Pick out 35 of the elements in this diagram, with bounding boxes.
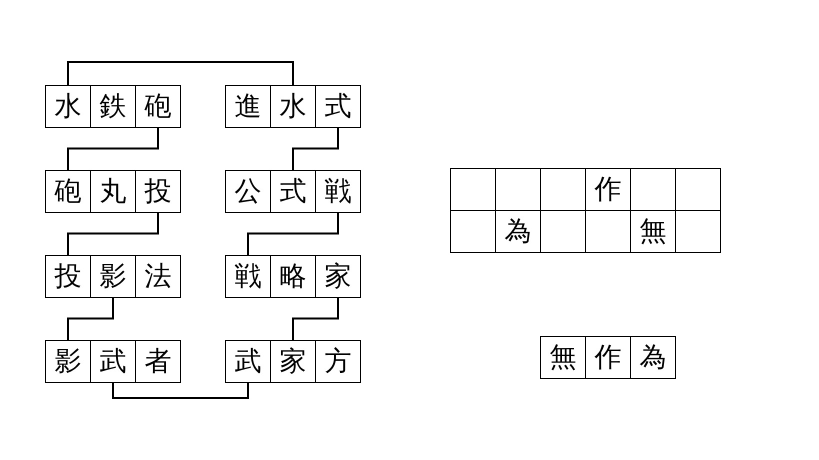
kanji-tile: 影 xyxy=(45,340,91,383)
kanji-tile: 者 xyxy=(135,340,181,383)
kanji-tile: 式 xyxy=(270,170,316,213)
connector-line xyxy=(292,127,339,170)
kanji-tile: 影 xyxy=(90,255,136,298)
kanji-tile: 投 xyxy=(45,255,91,298)
kanji-tile: 丸 xyxy=(90,170,136,213)
kanji-tile: 鉄 xyxy=(90,85,136,128)
connector-line xyxy=(112,382,249,399)
connector-line xyxy=(292,297,339,340)
kanji-tile: 為 xyxy=(630,336,676,379)
kanji-tile: 戦 xyxy=(225,255,271,298)
kanji-tile: 家 xyxy=(270,340,316,383)
kanji-tile: 投 xyxy=(135,170,181,213)
kanji-tile: 家 xyxy=(315,255,361,298)
kanji-tile: 作 xyxy=(585,336,631,379)
kanji-tile: 無 xyxy=(540,336,586,379)
connector-line xyxy=(67,61,294,85)
kanji-tile: 略 xyxy=(270,255,316,298)
kanji-tile: 武 xyxy=(90,340,136,383)
kanji-tile: 武 xyxy=(225,340,271,383)
kanji-tile: 法 xyxy=(135,255,181,298)
connector-line xyxy=(67,212,159,255)
kanji-tile: 砲 xyxy=(45,170,91,213)
connector-line xyxy=(247,212,339,255)
kanji-tile: 砲 xyxy=(135,85,181,128)
kanji-tile: 水 xyxy=(45,85,91,128)
kanji-tile: 水 xyxy=(270,85,316,128)
kanji-tile: 公 xyxy=(225,170,271,213)
connector-line xyxy=(67,297,114,340)
kanji-tile: 式 xyxy=(315,85,361,128)
kanji-tile: 方 xyxy=(315,340,361,383)
kanji-tile: 戦 xyxy=(315,170,361,213)
connector-line xyxy=(67,127,159,170)
kanji-tile: 進 xyxy=(225,85,271,128)
